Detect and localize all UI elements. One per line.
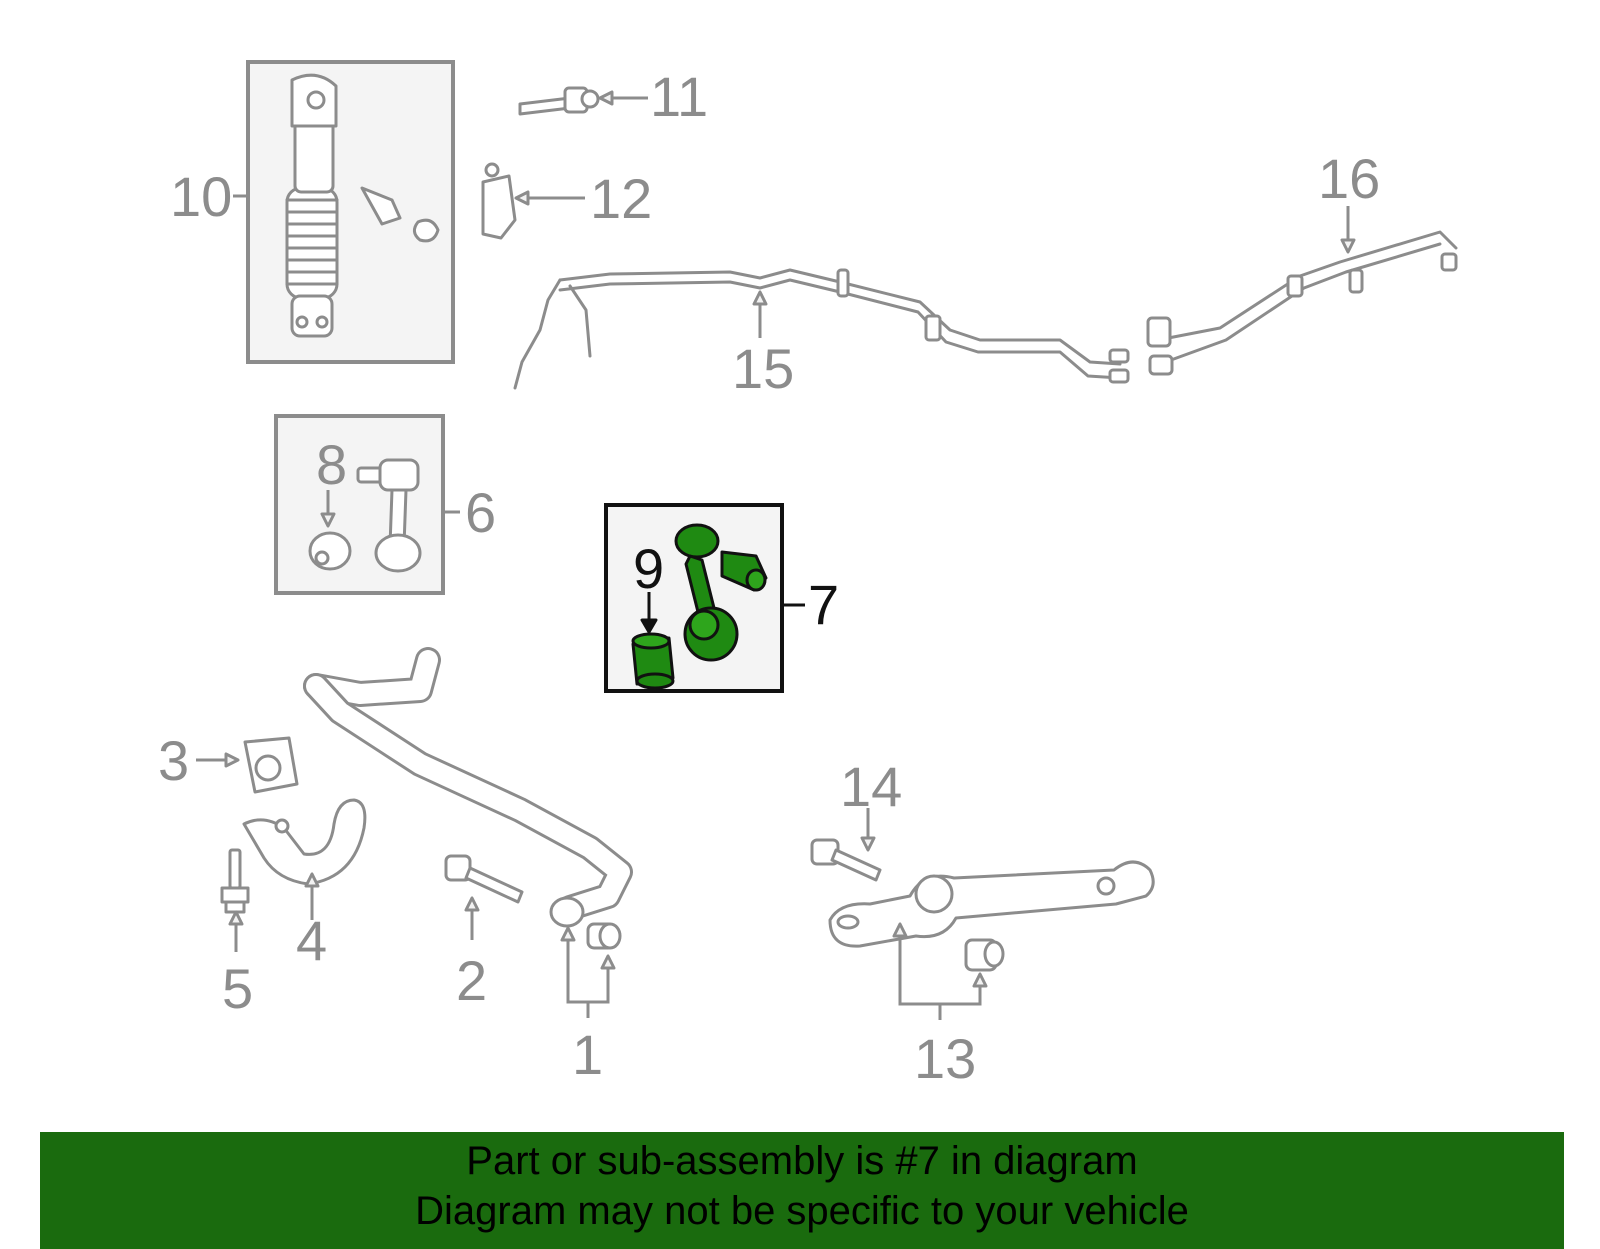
part-14-bolt: [810, 838, 882, 882]
callout-15: 15: [732, 337, 794, 400]
arrow-16: [1340, 238, 1356, 254]
callout-2: 2: [456, 949, 487, 1012]
part-13-control-arm: [828, 860, 1155, 972]
callout-5: 5: [222, 957, 253, 1020]
part-2-bolt: [444, 854, 524, 904]
callout-13: 13: [914, 1027, 976, 1090]
box-6: [274, 414, 445, 595]
part-6-link: [308, 458, 422, 573]
arrow-8: [320, 512, 336, 528]
part-4-clamp: [242, 798, 367, 886]
arrow-1b: [600, 954, 616, 970]
arrow-1a: [560, 926, 576, 942]
part-3-bushing: [243, 736, 299, 794]
part-10-shock-absorber: [285, 73, 440, 338]
callout-6: 6: [465, 481, 496, 544]
callout-8: 8: [316, 433, 347, 496]
part-16-lines: [1146, 230, 1458, 376]
banner-line-1: Part or sub-assembly is #7 in diagram: [466, 1139, 1138, 1183]
arrow-9: [640, 618, 658, 634]
part-7-stabilizer-link[interactable]: [674, 523, 768, 662]
callout-9: 9: [633, 537, 664, 600]
part-9-bushing-highlighted[interactable]: [631, 632, 675, 690]
callout-12: 12: [590, 167, 652, 230]
arrow-13a: [892, 922, 908, 938]
arrow-5: [228, 910, 244, 926]
arrow-13b: [972, 972, 988, 988]
part-1-stabilizer-bar: [303, 647, 633, 950]
exploded-parts-diagram: 10 11 12 15: [158, 60, 1458, 1090]
callout-16: 16: [1318, 147, 1380, 210]
part-11-bolt: [518, 86, 600, 116]
arrow-11: [598, 90, 614, 106]
callout-1: 1: [572, 1023, 603, 1086]
arrow-2: [464, 896, 480, 912]
arrow-4: [304, 872, 320, 888]
callout-10: 10: [170, 165, 232, 228]
part-5-bolt: [220, 848, 250, 914]
part-15-lines: [513, 268, 1130, 390]
arrow-3: [224, 752, 240, 768]
box-10: [246, 60, 455, 364]
callout-3: 3: [158, 729, 189, 792]
arrow-14: [860, 836, 876, 852]
callout-4: 4: [296, 909, 327, 972]
banner-line-2: Diagram may not be specific to your vehi…: [415, 1189, 1189, 1233]
arrow-15: [752, 290, 768, 306]
info-banner: Part or sub-assembly is #7 in diagram Di…: [40, 1132, 1564, 1249]
leader-13: [898, 930, 982, 1020]
leader-1: [566, 934, 610, 1018]
callout-14: 14: [840, 755, 902, 818]
part-12-bracket: [481, 162, 517, 240]
arrow-12: [514, 190, 530, 206]
callout-7[interactable]: 7: [808, 573, 839, 636]
callout-11: 11: [650, 65, 708, 128]
